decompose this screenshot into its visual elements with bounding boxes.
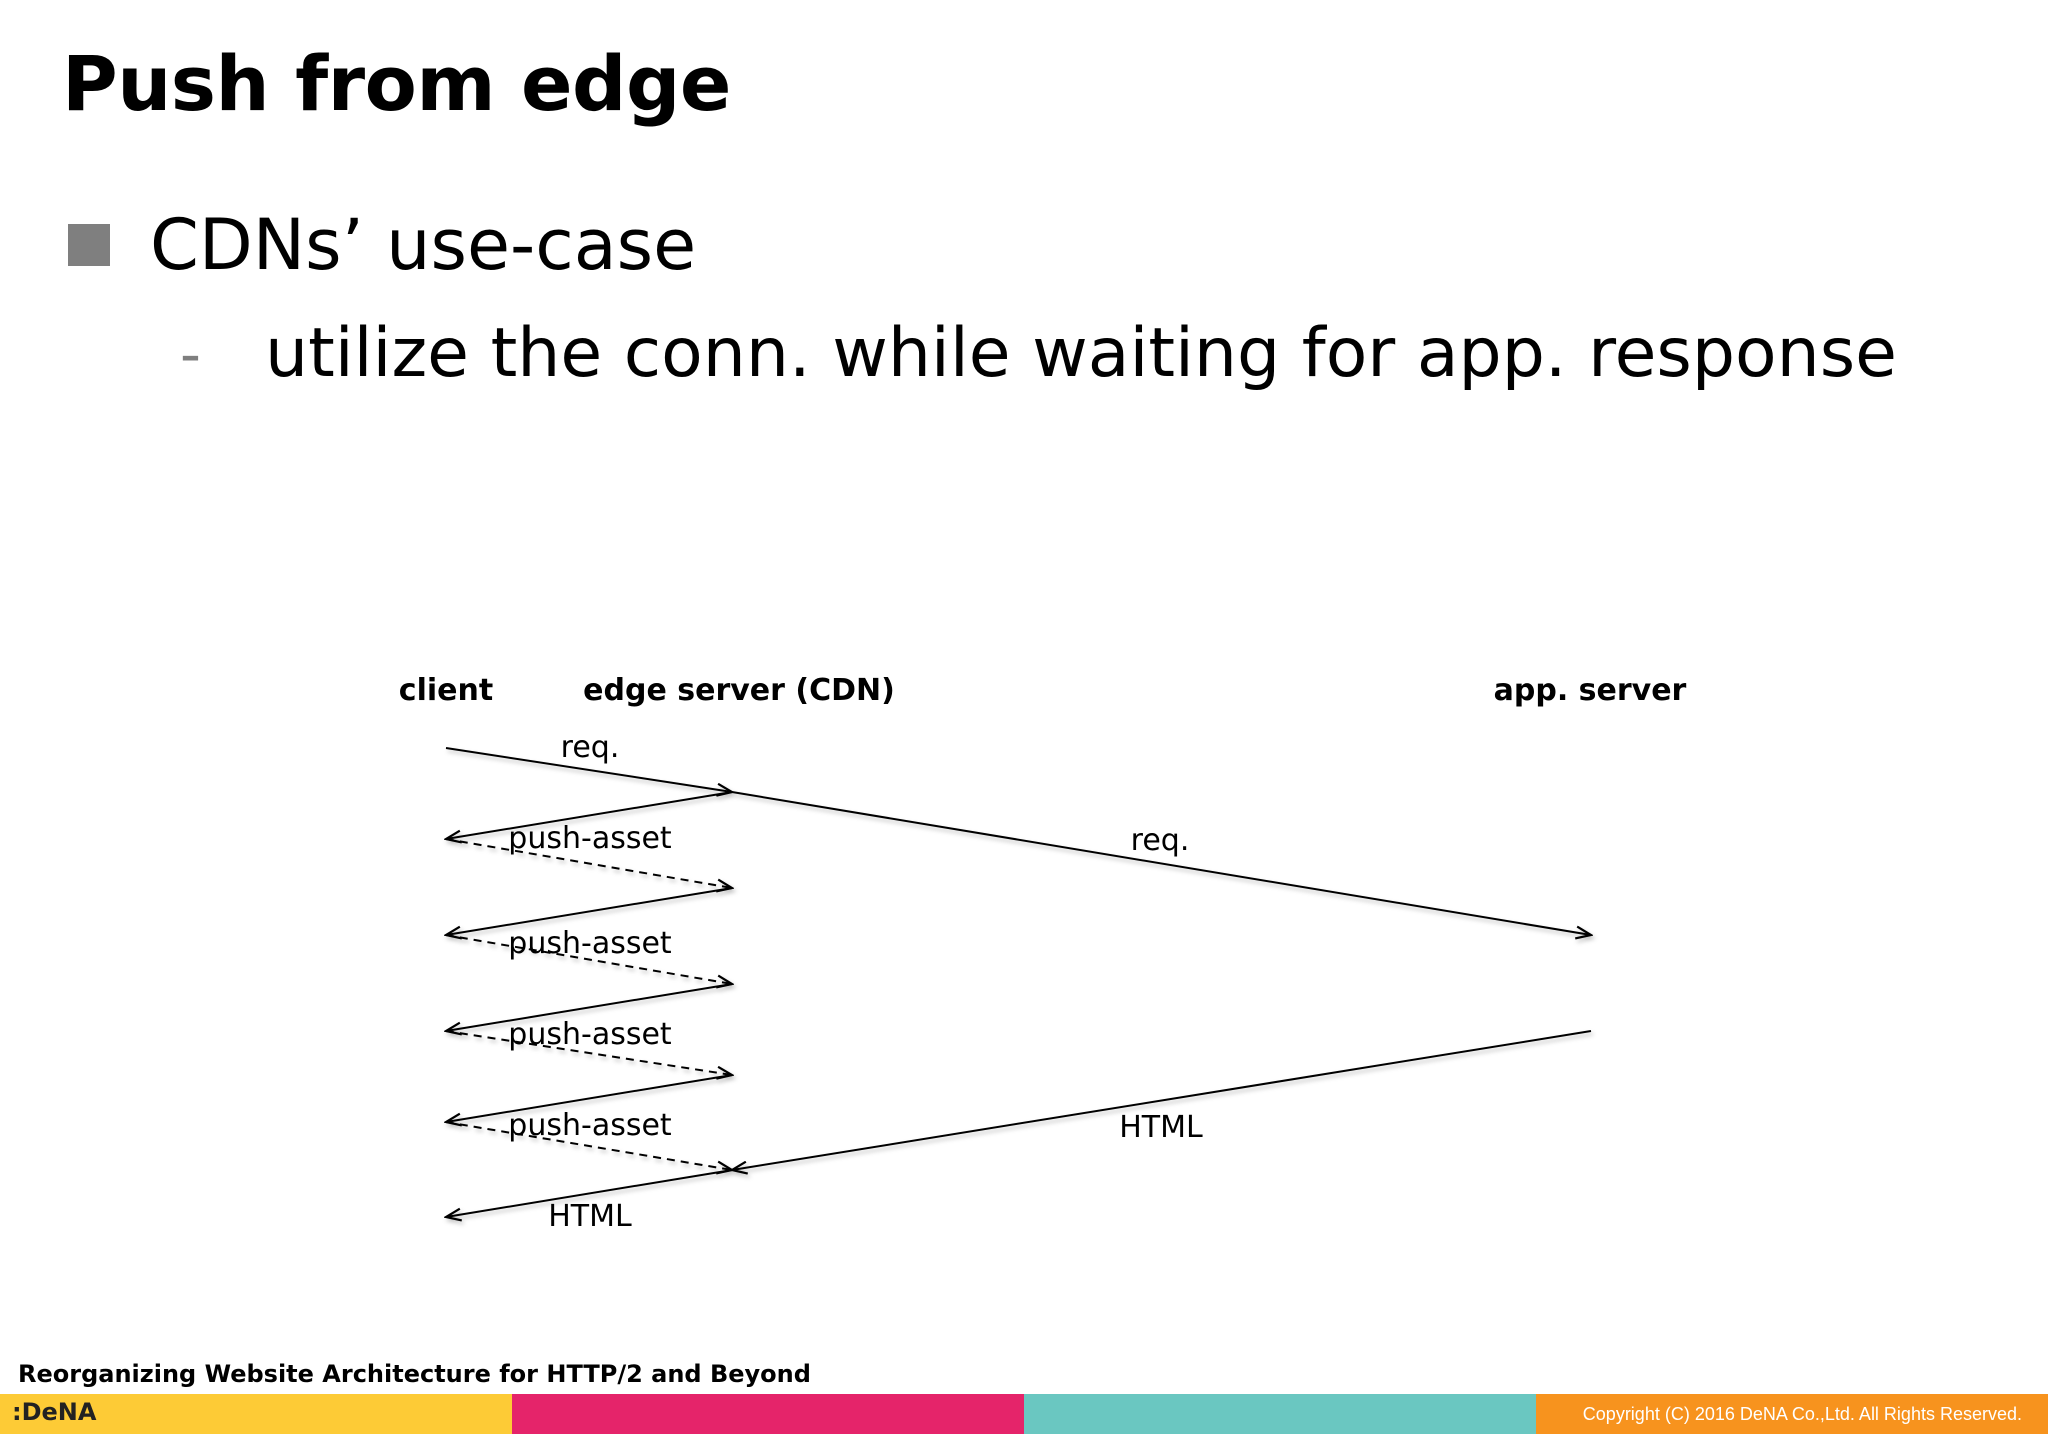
message-arrow: [445, 747, 732, 792]
participant-client-label: client: [399, 673, 493, 708]
participant-app-label: app. server: [1494, 673, 1687, 708]
participant-edge-label: edge server (CDN): [583, 673, 895, 708]
footer-bar-segment-yellow: :DeNA: [0, 1394, 512, 1434]
bullet-item: CDNs’ use-case: [68, 210, 696, 280]
message-arrow: [446, 887, 733, 935]
sub-bullet-item: - utilize the conn. while waiting for ap…: [180, 320, 1897, 388]
message-label-html-app: HTML: [1119, 1110, 1203, 1145]
message-arrow: [446, 1074, 733, 1122]
slide-title: Push from edge: [62, 39, 731, 128]
message-arrow: [732, 1030, 1592, 1170]
message-label-req-edge: req.: [1131, 823, 1190, 858]
footer-color-bar: :DeNA Copyright (C) 2016 DeNA Co.,Ltd. A…: [0, 1394, 2048, 1434]
sub-bullet-dash-icon: -: [180, 320, 201, 388]
message-arrow: [731, 791, 1591, 935]
message-label-req-client: req.: [561, 730, 620, 765]
message-label-push-asset-4: push-asset: [508, 1108, 672, 1143]
dena-logo: :DeNA: [12, 1398, 97, 1426]
sub-bullet-text: utilize the conn. while waiting for app.…: [265, 314, 1897, 393]
message-label-html-edge: HTML: [548, 1199, 632, 1234]
message-label-push-asset-2: push-asset: [508, 926, 672, 961]
copyright-text: Copyright (C) 2016 DeNA Co.,Ltd. All Rig…: [1582, 1404, 2022, 1424]
message-arrow-dashed: [445, 1030, 732, 1075]
footer-bar-segment-orange: Copyright (C) 2016 DeNA Co.,Ltd. All Rig…: [1536, 1394, 2048, 1434]
footer-bar-segment-teal: [1024, 1394, 1536, 1434]
message-arrow: [446, 1169, 733, 1217]
bullet-text: CDNs’ use-case: [150, 204, 697, 286]
presentation-title: Reorganizing Website Architecture for HT…: [18, 1360, 811, 1388]
message-arrow-dashed: [445, 1121, 732, 1170]
footer-bar-segment-pink: [512, 1394, 1024, 1434]
message-arrow: [446, 791, 733, 839]
message-arrow: [446, 983, 733, 1031]
message-arrow-dashed: [445, 838, 732, 888]
message-arrow-dashed: [445, 934, 732, 984]
bullet-square-icon: [68, 224, 110, 266]
message-label-push-asset-3: push-asset: [508, 1017, 672, 1052]
message-label-push-asset-1: push-asset: [508, 821, 672, 856]
